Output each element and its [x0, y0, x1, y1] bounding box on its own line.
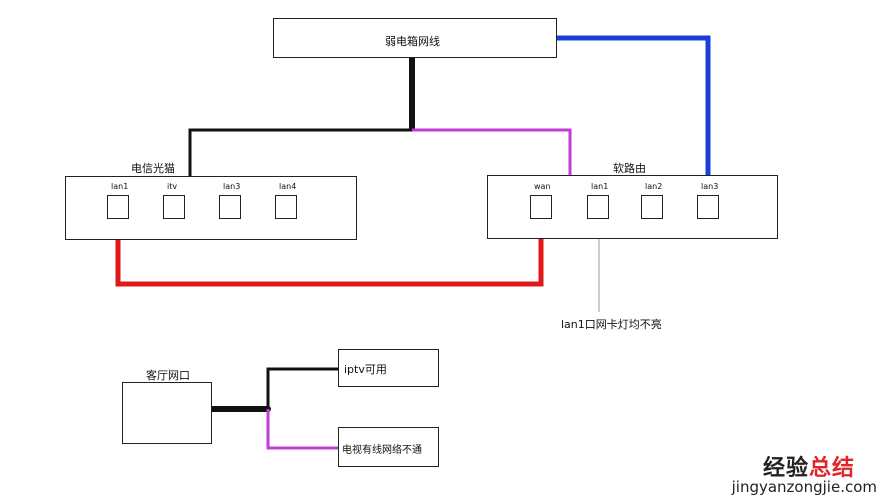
wire-magenta-to-tv — [266, 409, 338, 450]
modem-port-lan1 — [107, 195, 129, 219]
watermark-logo: 经验总结 — [763, 450, 855, 482]
annotation-text: lan1口网卡灯均不亮 — [561, 318, 662, 331]
iptv-ok-label: iptv可用 — [344, 363, 387, 376]
router-port-lan3 — [697, 195, 719, 219]
wire-red-lan1-to-wan — [115, 207, 544, 287]
modem-label: 电信光猫 — [131, 162, 175, 175]
modem-port-lan3 — [219, 195, 241, 219]
router-port-label-lan2: lan2 — [645, 182, 663, 191]
modem-port-lan4 — [275, 195, 297, 219]
modem-port-label-lan1: lan1 — [111, 182, 129, 191]
iptv-ok-box — [338, 349, 439, 387]
wire-blue-to-router-lan3 — [556, 35, 711, 207]
modem-port-itv — [163, 195, 185, 219]
router-port-label-wan: wan — [534, 182, 551, 191]
wire-black-to-iptv — [266, 367, 338, 409]
watermark-logo-part2: 总结 — [808, 456, 855, 481]
router-port-label-lan3: lan3 — [701, 182, 719, 191]
router-port-lan1 — [587, 195, 609, 219]
living-port-box — [122, 382, 212, 444]
tv-no-net-box — [338, 427, 439, 467]
router-label: 软路由 — [613, 162, 646, 175]
watermark-url: jingyanzongjie.com — [731, 478, 877, 496]
modem-port-label-lan3: lan3 — [223, 182, 241, 191]
router-port-label-lan1: lan1 — [591, 182, 609, 191]
router-port-lan2 — [641, 195, 663, 219]
weak-box — [273, 18, 557, 58]
watermark-logo-part1: 经验 — [762, 456, 809, 481]
tv-no-net-label: 电视有线网络不通 — [342, 445, 422, 456]
modem-port-label-lan4: lan4 — [279, 182, 297, 191]
weak-box-label: 弱电箱网线 — [385, 35, 440, 48]
modem-port-label-itv: itv — [167, 182, 178, 191]
living-port-label: 客厅网口 — [146, 369, 190, 382]
router-port-wan — [530, 195, 552, 219]
